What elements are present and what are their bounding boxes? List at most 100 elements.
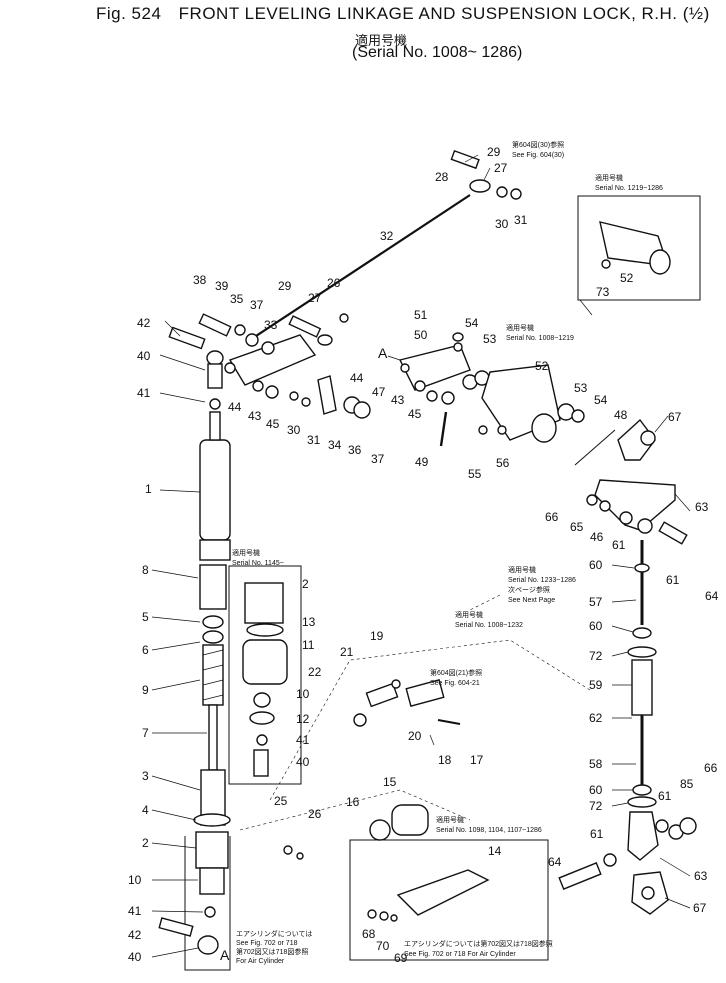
block-10b — [199, 867, 225, 895]
callout-61: 61 — [590, 827, 604, 841]
callout-40: 40 — [137, 349, 151, 363]
washer-31b — [301, 397, 311, 407]
callout-48: 48 — [614, 408, 628, 422]
callout-69: 69 — [394, 951, 408, 965]
callout-44: 44 — [228, 400, 242, 414]
callout-43: 43 — [391, 393, 405, 407]
cotter-18 — [429, 734, 435, 746]
callout-5: 5 — [142, 610, 149, 624]
bolt-64a — [658, 521, 688, 545]
nut-60c — [632, 784, 652, 796]
elbow-67-upper — [617, 418, 656, 461]
callout-18: 18 — [438, 753, 452, 767]
callout-46: 46 — [590, 530, 604, 544]
callout-67: 67 — [668, 410, 682, 424]
callout-61: 61 — [612, 538, 626, 552]
bolt-42a — [168, 326, 206, 350]
bushing-61a — [637, 518, 653, 534]
inset-bolt-73 — [601, 259, 611, 269]
note-serial-1098: 適用号機 Serial No. 1098, 1104, 1107~1286 — [436, 815, 542, 834]
callout-10: 10 — [296, 687, 310, 701]
callout-45: 45 — [266, 417, 280, 431]
callout-54: 54 — [594, 393, 608, 407]
washer-10a — [253, 692, 271, 708]
callout-41: 41 — [137, 386, 151, 400]
bushing-45a — [265, 385, 279, 399]
spring-9-coil — [202, 664, 224, 671]
callout-63: 63 — [695, 500, 709, 514]
housing-2b — [195, 831, 229, 869]
callout-9: 9 — [142, 683, 149, 697]
nut-66b — [679, 817, 697, 835]
callout-21: 21 — [340, 645, 354, 659]
callout-31: 31 — [514, 213, 528, 227]
ring-6 — [202, 630, 224, 644]
callout-85: 85 — [680, 777, 694, 791]
callout-52: 52 — [535, 359, 549, 373]
cylinder-21 — [365, 682, 399, 708]
nut-41b — [256, 734, 268, 746]
pin-48 — [574, 429, 616, 466]
washer-72a — [627, 646, 657, 658]
callout-38: 38 — [193, 273, 207, 287]
boot-11 — [242, 639, 288, 685]
washer-44a — [224, 362, 236, 374]
bolt-68 — [367, 909, 377, 919]
note-serial-1233-en: Serial No. 1233~1286 — [508, 577, 576, 584]
spring-9-coil — [202, 679, 224, 686]
bushing-54b — [571, 409, 585, 423]
callout-64: 64 — [705, 589, 719, 603]
callout-2: 2 — [142, 836, 149, 850]
spring-9-coil — [202, 694, 224, 701]
serial-range-text: Serial No. 1008~ 1286 — [357, 44, 517, 61]
plate-20 — [405, 679, 445, 707]
bushing-37a — [261, 341, 275, 355]
cylinder-1-rod — [209, 411, 221, 441]
callout-3: 3 — [142, 769, 149, 783]
bolt-51 — [452, 332, 464, 342]
inset-box-serial-1145 — [228, 565, 302, 785]
callout-55: 55 — [468, 467, 482, 481]
ref-letter-a-center-lead — [387, 355, 401, 361]
rod-end-shank — [207, 363, 223, 389]
note-serial-1008-1219-en: Serial No. 1008~1219 — [506, 335, 574, 342]
cap-22 — [353, 713, 367, 727]
callout-19: 19 — [370, 629, 384, 643]
note-serial-1219-jp: 適用号機 — [595, 173, 623, 182]
bracket-52-end — [531, 413, 557, 443]
callout-numbers: 29 27 28 30 31 32 52 73 38 39 35 37 29 2… — [128, 145, 719, 965]
note-serial-1145: 適用号機 Serial No. 1145~ — [232, 548, 284, 567]
inset-pointer — [579, 299, 593, 316]
callout-16: 16 — [346, 795, 360, 809]
lever-33 — [228, 334, 317, 386]
elbow-67-lower-port — [641, 886, 655, 900]
callout-26: 26 — [327, 276, 341, 290]
note-serial-1219-en: Serial No. 1219~1286 — [595, 185, 663, 192]
callout-20: 20 — [408, 729, 422, 743]
callout-39: 39 — [215, 279, 229, 293]
callout-66: 66 — [545, 510, 559, 524]
callout-22: 22 — [308, 665, 322, 679]
callout-60: 60 — [589, 558, 603, 572]
inset-bracket-end — [649, 249, 671, 275]
callout-60: 60 — [589, 619, 603, 633]
callout-40: 40 — [296, 755, 310, 769]
callout-37: 37 — [250, 298, 264, 312]
note-serial-1219: 適用号機 Serial No. 1219~1286 — [595, 173, 663, 192]
callout-72: 72 — [589, 799, 603, 813]
callout-40: 40 — [128, 950, 142, 964]
ring-13 — [246, 623, 284, 637]
callout-11: 11 — [302, 638, 315, 652]
washer-44b — [400, 363, 410, 373]
washer-72b — [627, 796, 657, 808]
callout-73: 73 — [596, 285, 610, 299]
callout-30: 30 — [287, 423, 301, 437]
washer-56 — [497, 425, 507, 435]
note-air-cyl-left-2: 第702図又は718図参照 — [236, 947, 308, 956]
callout-8: 8 — [142, 563, 149, 577]
callout-60: 60 — [589, 783, 603, 797]
cylinder-1-ring — [199, 539, 231, 561]
washer-65 — [599, 500, 611, 512]
callout-70: 70 — [376, 939, 390, 953]
note-next-page-en: See Next Page — [508, 597, 555, 604]
